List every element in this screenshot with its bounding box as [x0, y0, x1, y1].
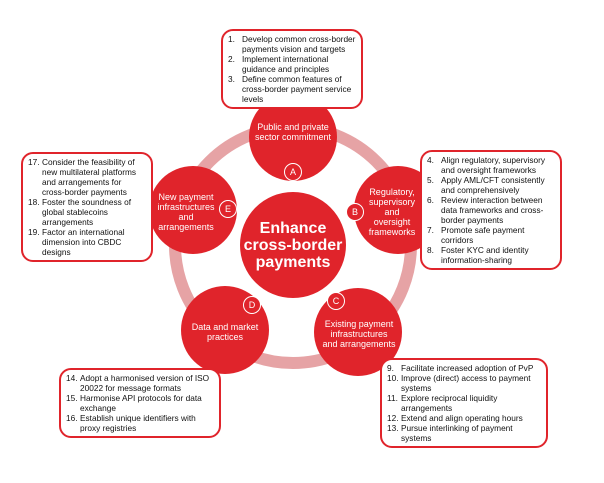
node-d-label: Data and market practices — [191, 322, 259, 342]
center-circle — [240, 192, 346, 298]
action-item: 7. Promote safe payment corridors — [427, 225, 555, 245]
action-number: 19. — [28, 227, 40, 237]
action-number: 7. — [427, 225, 434, 235]
action-text: Pursue interlinking of payment systems — [401, 423, 513, 443]
action-item: 2. Implement international guidance and p… — [228, 54, 356, 74]
action-text: Foster the soundness of global stablecoi… — [42, 197, 132, 227]
action-item: 15.Harmonise API protocols for data exch… — [66, 393, 214, 413]
action-number: 18. — [28, 197, 40, 207]
action-number: 16. — [66, 413, 78, 423]
action-item: 17.Consider the feasibility of new multi… — [28, 157, 146, 197]
action-text: Establish unique identifiers with proxy … — [80, 413, 196, 433]
action-text: Define common features of cross-border p… — [242, 74, 352, 104]
badge-c: C — [327, 292, 345, 310]
action-number: 14. — [66, 373, 78, 383]
action-text: Consider the feasibility of new multilat… — [42, 157, 137, 197]
action-text: Harmonise API protocols for data exchang… — [80, 393, 202, 413]
actions-box-d: 14.Adopt a harmonised version of ISO 200… — [59, 368, 221, 438]
action-text: Adopt a harmonised version of ISO 20022 … — [80, 373, 210, 393]
action-text: Factor an international dimension into C… — [42, 227, 125, 257]
action-text: Develop common cross-border payments vis… — [242, 34, 356, 54]
actions-box-b: 4. Align regulatory, supervisory and over… — [420, 150, 562, 270]
action-text: Extend and align operating hours — [401, 413, 523, 423]
badge-a: A — [284, 163, 302, 181]
action-item: 5. Apply AML/CFT consistently and compreh… — [427, 175, 555, 195]
action-number: 6. — [427, 195, 434, 205]
node-e-circle — [149, 166, 237, 254]
action-item: 1. Develop common cross-border payments v… — [228, 34, 356, 54]
action-number: 9. — [387, 363, 394, 373]
node-e-label: New payment infrastructures and arrangem… — [157, 192, 215, 232]
action-item: 12.Extend and align operating hours — [387, 413, 541, 423]
action-text: Promote safe payment corridors — [441, 225, 525, 245]
action-text: Apply AML/CFT consistently and comprehen… — [441, 175, 545, 195]
action-number: 4. — [427, 155, 434, 165]
action-item: 11.Explore reciprocal liquidity arrangem… — [387, 393, 541, 413]
action-number: 13. — [387, 423, 399, 433]
badge-e: E — [219, 200, 237, 218]
action-item: 8. Foster KYC and identity information-sh… — [427, 245, 555, 265]
action-item: 14.Adopt a harmonised version of ISO 200… — [66, 373, 214, 393]
action-number: 12. — [387, 413, 399, 423]
action-item: 4. Align regulatory, supervisory and over… — [427, 155, 555, 175]
action-item: 13.Pursue interlinking of payment system… — [387, 423, 541, 443]
action-number: 8. — [427, 245, 434, 255]
action-text: Improve (direct) access to payment syste… — [401, 373, 531, 393]
center-label: Enhance cross-border payments — [243, 219, 343, 271]
action-item: 18.Foster the soundness of global stable… — [28, 197, 146, 227]
action-item: 10.Improve (direct) access to payment sy… — [387, 373, 541, 393]
action-item: 16.Establish unique identifiers with pro… — [66, 413, 214, 433]
action-number: 3. — [228, 74, 235, 84]
node-a-label: Public and private sector commitment — [254, 122, 332, 142]
node-c-circle — [314, 288, 402, 376]
action-item: 9. Facilitate increased adoption of PvP — [387, 363, 541, 373]
action-text: Align regulatory, supervisory and oversi… — [441, 155, 546, 175]
action-item: 19.Factor an international dimension int… — [28, 227, 146, 257]
action-item: 3. Define common features of cross-border… — [228, 74, 356, 104]
action-item: 6. Review interaction between data framew… — [427, 195, 555, 225]
action-number: 17. — [28, 157, 40, 167]
action-text: Implement international guidance and pri… — [242, 54, 330, 74]
badge-b: B — [346, 203, 364, 221]
node-c-label: Existing payment infrastructures and arr… — [322, 319, 396, 349]
actions-box-e: 17.Consider the feasibility of new multi… — [21, 152, 153, 262]
node-b-label: Regulatory, supervisory and oversight fr… — [368, 187, 416, 237]
action-number: 15. — [66, 393, 78, 403]
action-number: 2. — [228, 54, 235, 64]
badge-d: D — [243, 296, 261, 314]
node-a-circle — [249, 93, 337, 181]
actions-box-a: 1. Develop common cross-border payments v… — [221, 29, 363, 109]
action-text: Facilitate increased adoption of PvP — [401, 363, 534, 373]
action-number: 11. — [387, 393, 398, 403]
action-number: 5. — [427, 175, 434, 185]
action-text: Foster KYC and identity information-shar… — [441, 245, 529, 265]
action-number: 1. — [228, 34, 235, 44]
action-text: Explore reciprocal liquidity arrangement… — [401, 393, 498, 413]
action-text: Review interaction between data framewor… — [441, 195, 544, 225]
action-number: 10. — [387, 373, 399, 383]
